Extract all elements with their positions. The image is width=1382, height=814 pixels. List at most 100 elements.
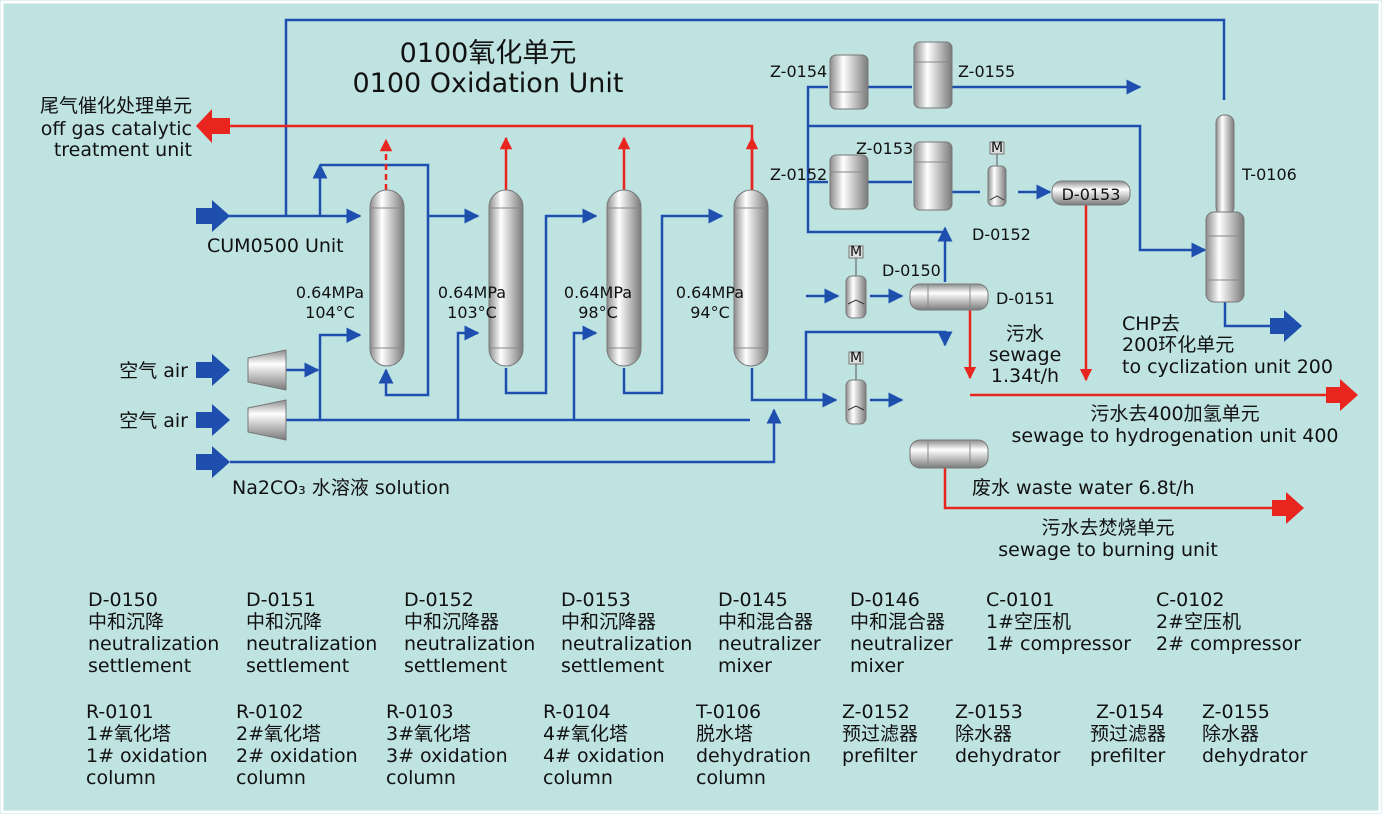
svg-text:预过滤器: 预过滤器	[842, 723, 918, 745]
svg-text:D-0153: D-0153	[561, 589, 631, 611]
svg-text:R-0103: R-0103	[386, 701, 454, 723]
legend-item: C-0101 1#空压机 1# compressor	[986, 589, 1131, 655]
svg-text:1# compressor: 1# compressor	[986, 633, 1131, 655]
na2co3-label: Na2CO₃ 水溶液 solution	[232, 477, 450, 499]
svg-text:中和混合器: 中和混合器	[718, 611, 813, 633]
svg-text:2# compressor: 2# compressor	[1156, 633, 1301, 655]
svg-text:3#氧化塔: 3#氧化塔	[386, 723, 471, 745]
tag-z0155: Z-0155	[958, 62, 1015, 81]
legend: D-0150 中和沉降 neutralization settlement D-…	[86, 589, 1308, 789]
offgas-arrow	[196, 109, 230, 143]
svg-text:中和混合器: 中和混合器	[850, 611, 945, 633]
svg-text:Z-0152: Z-0152	[842, 701, 910, 723]
legend-item: C-0102 2#空压机 2# compressor	[1156, 589, 1301, 655]
dehydrator-z0155	[913, 41, 953, 109]
legend-item: R-0104 4#氧化塔 4# oxidation column	[543, 701, 665, 789]
compressor-c0101	[247, 349, 287, 391]
svg-text:D-0150: D-0150	[88, 589, 158, 611]
tag-z0153: Z-0153	[856, 139, 913, 158]
svg-text:Z-0153: Z-0153	[955, 701, 1023, 723]
sewage-hydro-arrow	[1326, 379, 1358, 411]
sewage-burn-en: sewage to burning unit	[998, 539, 1218, 561]
svg-text:Z-0154: Z-0154	[1096, 701, 1164, 723]
temp-r0102: 103°C	[447, 303, 497, 322]
title-en: 0100 Oxidation Unit	[353, 68, 624, 99]
svg-text:2#空压机: 2#空压机	[1156, 611, 1241, 633]
svg-text:prefilter: prefilter	[1090, 745, 1166, 767]
legend-item: Z-0155 除水器 dehydrator	[1202, 701, 1308, 767]
air2-arrow	[196, 404, 230, 436]
sewage-hydro-en: sewage to hydrogenation unit 400	[1011, 425, 1338, 447]
svg-text:settlement: settlement	[561, 655, 664, 677]
svg-text:中和沉降: 中和沉降	[88, 611, 164, 633]
column-r0101	[369, 189, 405, 367]
equipment-tags: Z-0154 Z-0155 Z-0153 Z-0152 D-0153 D-015…	[770, 62, 1297, 308]
legend-item: Z-0154 预过滤器 prefilter	[1090, 701, 1166, 767]
chp-label-1: CHP去	[1122, 313, 1180, 335]
legend-item: R-0103 3#氧化塔 3# oxidation column	[386, 701, 508, 789]
legend-item: Z-0152 预过滤器 prefilter	[842, 701, 918, 767]
legend-item: Z-0153 除水器 dehydrator	[955, 701, 1061, 767]
legend-item: D-0145 中和混合器 neutralizer mixer	[718, 589, 821, 677]
oxidation-columns	[369, 189, 769, 367]
tag-z0154: Z-0154	[770, 62, 827, 81]
chp-label-3: to cyclization unit 200	[1122, 356, 1333, 378]
svg-text:中和沉降: 中和沉降	[246, 611, 322, 633]
svg-text:neutralization: neutralization	[561, 633, 692, 655]
legend-item: R-0101 1#氧化塔 1# oxidation column	[86, 701, 208, 789]
mixer-d0146	[845, 379, 867, 425]
svg-text:C-0101: C-0101	[986, 589, 1054, 611]
filters	[829, 41, 953, 211]
svg-text:dehydrator: dehydrator	[955, 745, 1061, 767]
tag-t0106: T-0106	[1241, 165, 1297, 184]
mixer-d0152	[987, 165, 1007, 207]
chp-label-2: 200环化单元	[1122, 334, 1234, 356]
legend-item: D-0151 中和沉降 neutralization settlement	[246, 589, 377, 677]
svg-text:column: column	[543, 767, 613, 789]
na2co3-arrow	[196, 446, 230, 478]
legend-item: T-0106 脱水塔 dehydration column	[695, 701, 811, 789]
svg-text:dehydrator: dehydrator	[1202, 745, 1308, 767]
cum-feed-label: CUM0500 Unit	[207, 235, 344, 257]
svg-text:脱水塔: 脱水塔	[696, 723, 753, 745]
motor-label: M	[991, 140, 1003, 156]
pressure-r0102: 0.64MPa	[438, 283, 506, 302]
column-conditions: 0.64MPa 104°C 0.64MPa 103°C 0.64MPa 98°C…	[296, 283, 744, 322]
sewage-burn-cn: 污水去焚烧单元	[1041, 517, 1174, 539]
svg-text:T-0106: T-0106	[695, 701, 761, 723]
svg-text:neutralization: neutralization	[404, 633, 535, 655]
mixers: M M M	[845, 140, 1007, 425]
sewage-en: sewage	[989, 344, 1062, 366]
temp-r0101: 104°C	[305, 303, 355, 322]
compressors	[247, 349, 287, 441]
svg-text:预过滤器: 预过滤器	[1090, 723, 1166, 745]
air2-label: 空气 air	[119, 410, 188, 432]
svg-text:D-0152: D-0152	[404, 589, 474, 611]
vessel-settler	[909, 439, 989, 469]
offgas-cn: 尾气催化处理单元	[40, 95, 192, 117]
waste-lines	[230, 124, 1330, 510]
tag-d0152: D-0152	[972, 225, 1031, 244]
tag-z0152: Z-0152	[770, 165, 827, 184]
svg-text:Z-0155: Z-0155	[1202, 701, 1270, 723]
mixer-d0145	[845, 275, 867, 319]
column-t0106	[1205, 114, 1245, 303]
svg-text:D-0146: D-0146	[850, 589, 920, 611]
tag-d0150: D-0150	[882, 261, 941, 280]
svg-text:mixer: mixer	[718, 655, 772, 677]
svg-text:除水器: 除水器	[1202, 723, 1259, 745]
pressure-r0104: 0.64MPa	[676, 283, 744, 302]
tag-d0151: D-0151	[996, 289, 1055, 308]
svg-text:中和沉降器: 中和沉降器	[404, 611, 499, 633]
cum-feed-arrow	[196, 200, 230, 232]
svg-text:1#空压机: 1#空压机	[986, 611, 1071, 633]
svg-text:1#氧化塔: 1#氧化塔	[86, 723, 171, 745]
title-cn: 0100氧化单元	[400, 38, 577, 69]
svg-text:C-0102: C-0102	[1156, 589, 1224, 611]
motor-label: M	[850, 350, 862, 366]
horizontal-vessels	[909, 180, 1131, 469]
svg-text:neutralization: neutralization	[246, 633, 377, 655]
svg-text:除水器: 除水器	[955, 723, 1012, 745]
